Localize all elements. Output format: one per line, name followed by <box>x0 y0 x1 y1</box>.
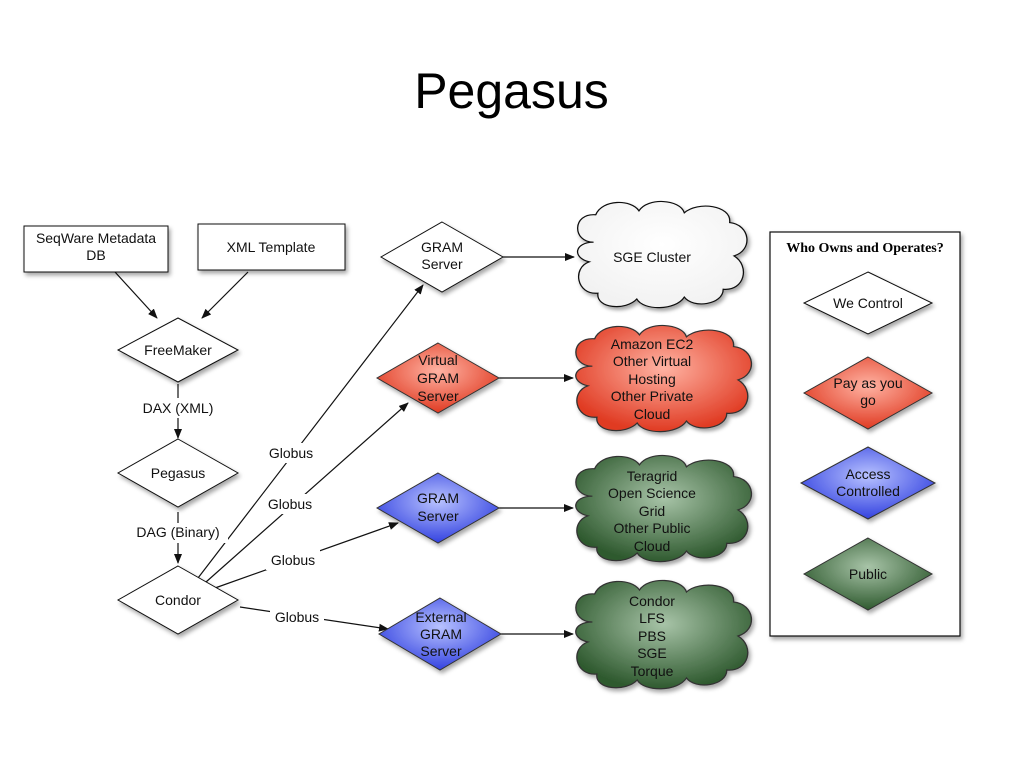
node-condor: Condor <box>116 565 240 635</box>
cloud-teragrid-line-4: Other Public <box>613 520 690 536</box>
legend-item-access-controlled: Access Controlled <box>799 446 937 520</box>
cloud-condor-line-2: LFS <box>639 610 665 626</box>
cloud-teragrid-line-1: Teragrid <box>627 468 678 484</box>
legend-item-pay-line-1: Pay as you <box>833 375 902 391</box>
legend-title: Who Owns and Operates? <box>786 241 944 256</box>
legend-item-we-control-label: We Control <box>833 295 903 311</box>
legend: Who Owns and Operates? We Control Pay as… <box>769 231 961 637</box>
cloud-teragrid: Teragrid Open Science Grid Other Public … <box>575 454 753 563</box>
edge-xml-freemaker <box>201 271 249 319</box>
legend-item-access-line-1: Access <box>845 466 890 482</box>
node-gram-server-line-1: GRAM <box>421 239 463 255</box>
node-freemaker-label: FreeMaker <box>144 342 212 358</box>
node-freemaker: FreeMaker <box>116 317 240 383</box>
cloud-condor: Condor LFS PBS SGE Torque <box>575 579 753 690</box>
node-seqware-line-1: SeqWare Metadata <box>36 230 156 246</box>
legend-item-public-label: Public <box>849 566 887 582</box>
node-pegasus: Pegasus <box>116 438 240 508</box>
node-external-gram-server: External GRAM Server <box>378 597 502 671</box>
cloud-amazon-line-4: Other Private <box>611 388 694 404</box>
edge-label-globus-4: Globus <box>275 609 319 625</box>
node-external-gram-line-3: Server <box>420 643 462 659</box>
page-title: Pegasus <box>414 63 609 119</box>
cloud-amazon-line-1: Amazon EC2 <box>611 336 694 352</box>
edge-condor-virtual <box>205 402 409 583</box>
cloud-sge-cluster-label: SGE Cluster <box>613 249 691 265</box>
cloud-amazon-line-5: Cloud <box>634 406 671 422</box>
node-xml-template: XML Template <box>197 223 346 271</box>
edge-label-dag: DAG (Binary) <box>136 524 219 540</box>
cloud-condor-line-1: Condor <box>629 593 675 609</box>
cloud-teragrid-line-3: Grid <box>639 503 665 519</box>
cloud-condor-line-3: PBS <box>638 628 666 644</box>
node-gram-server: GRAM Server <box>379 221 505 293</box>
cloud-condor-line-4: SGE <box>637 645 667 661</box>
edge-label-globus-3: Globus <box>271 552 315 568</box>
cloud-teragrid-line-2: Open Science <box>608 485 696 501</box>
legend-item-pay-line-2: go <box>860 392 876 408</box>
node-pegasus-label: Pegasus <box>151 465 205 481</box>
edge-seqware-freemaker <box>114 271 158 319</box>
node-external-gram-line-1: External <box>415 609 466 625</box>
node-xml-template-label: XML Template <box>227 239 316 255</box>
cloud-condor-line-5: Torque <box>631 663 674 679</box>
node-seqware-line-2: DB <box>86 247 105 263</box>
cloud-amazon-line-2: Other Virtual <box>613 353 691 369</box>
node-condor-label: Condor <box>155 592 201 608</box>
legend-item-access-line-2: Controlled <box>836 483 900 499</box>
node-gram-server-2: GRAM Server <box>375 472 501 544</box>
node-virtual-gram-line-3: Server <box>417 388 459 404</box>
legend-item-pay-as-you-go: Pay as you go <box>802 356 934 430</box>
node-virtual-gram-line-2: GRAM <box>417 370 459 386</box>
node-gram-server-2-line-1: GRAM <box>417 490 459 506</box>
edge-labels: DAX (XML) DAG (Binary) Globus Globus Glo… <box>128 398 324 627</box>
node-virtual-gram-server: Virtual GRAM Server <box>375 342 501 414</box>
node-virtual-gram-line-1: Virtual <box>418 352 457 368</box>
node-gram-server-line-2: Server <box>421 256 463 272</box>
edge-label-globus-2: Globus <box>268 496 312 512</box>
cloud-sge-cluster: SGE Cluster <box>576 200 748 309</box>
edge-label-dax: DAX (XML) <box>143 400 214 416</box>
edge-label-globus-1: Globus <box>269 445 313 461</box>
cloud-amazon: Amazon EC2 Other Virtual Hosting Other P… <box>575 324 753 433</box>
edges <box>114 253 575 638</box>
node-seqware: SeqWare Metadata DB <box>23 225 169 273</box>
cloud-teragrid-line-5: Cloud <box>634 538 671 554</box>
cloud-amazon-line-3: Hosting <box>628 371 675 387</box>
node-external-gram-line-2: GRAM <box>420 626 462 642</box>
node-gram-server-2-line-2: Server <box>417 508 459 524</box>
legend-item-we-control: We Control <box>802 271 934 335</box>
legend-item-public: Public <box>802 537 934 611</box>
edge-condor-gram <box>197 284 424 579</box>
